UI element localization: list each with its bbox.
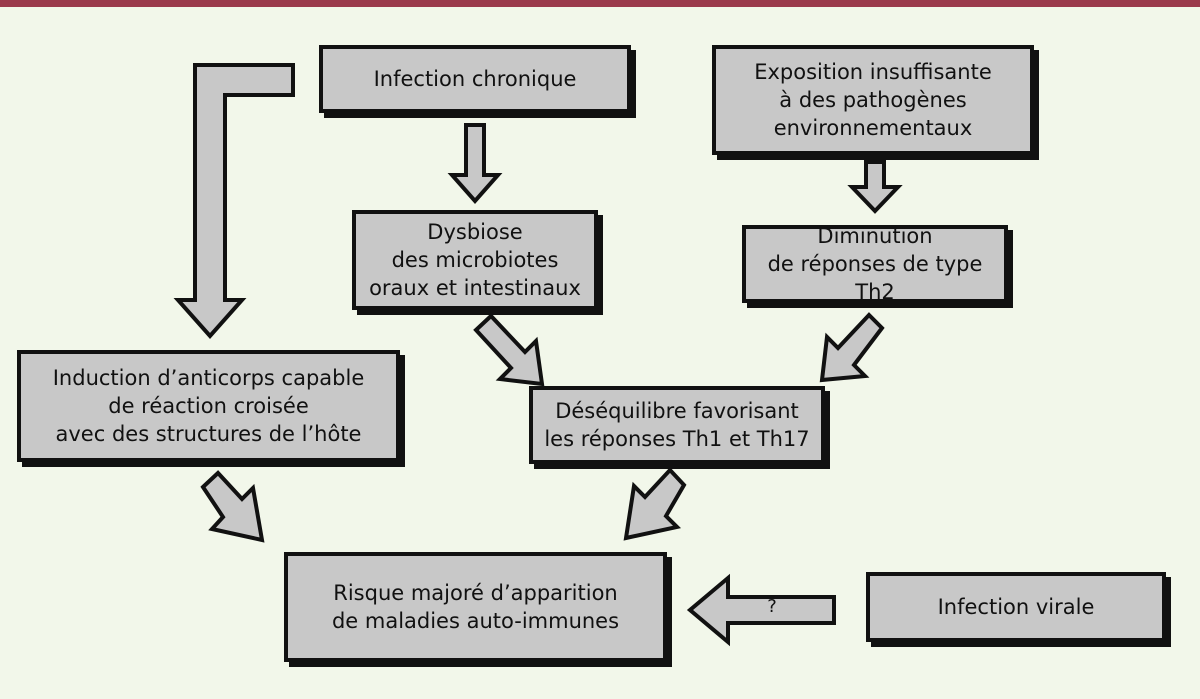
- node-label: Diminution de réponses de type Th2: [767, 224, 983, 304]
- arrow-infection-to-dysbiose: [447, 123, 503, 205]
- node-dysbiose: Dysbiose des microbiotes oraux et intest…: [352, 210, 598, 310]
- arrow-dysbiose-to-desequilibre: [473, 313, 545, 387]
- node-infection-virale: Infection virale: [866, 572, 1166, 642]
- node-label: Dysbiose des microbiotes oraux et intest…: [369, 220, 581, 300]
- node-label: Déséquilibre favorisant les réponses Th1…: [544, 399, 810, 451]
- node-exposition: Exposition insuffisante à des pathogènes…: [712, 45, 1034, 155]
- node-label: Infection virale: [937, 595, 1095, 619]
- node-infection-chronique: Infection chronique: [319, 45, 631, 113]
- node-induction-anticorps: Induction d’anticorps capable de réactio…: [17, 350, 400, 462]
- arrow-exposition-to-diminution: [847, 160, 903, 214]
- node-label: Induction d’anticorps capable de réactio…: [52, 366, 365, 446]
- arrow-diminution-to-desequilibre: [819, 312, 885, 383]
- top-accent-bar: [0, 0, 1200, 7]
- arrow-virale-to-risque: [686, 573, 836, 647]
- node-label: Exposition insuffisante à des pathogènes…: [754, 60, 992, 140]
- node-diminution-th2: Diminution de réponses de type Th2: [742, 224, 1008, 304]
- arrow-infection-to-induction: [173, 63, 295, 340]
- edge-label-question: ?: [767, 596, 777, 617]
- node-desequilibre: Déséquilibre favorisant les réponses Th1…: [529, 386, 825, 464]
- arrow-desequilibre-to-risque: [623, 467, 687, 541]
- arrow-induction-to-risque: [200, 470, 265, 543]
- node-risque: Risque majoré d’apparition de maladies a…: [284, 552, 667, 662]
- node-label: Risque majoré d’apparition de maladies a…: [331, 581, 620, 633]
- node-label: Infection chronique: [373, 67, 577, 91]
